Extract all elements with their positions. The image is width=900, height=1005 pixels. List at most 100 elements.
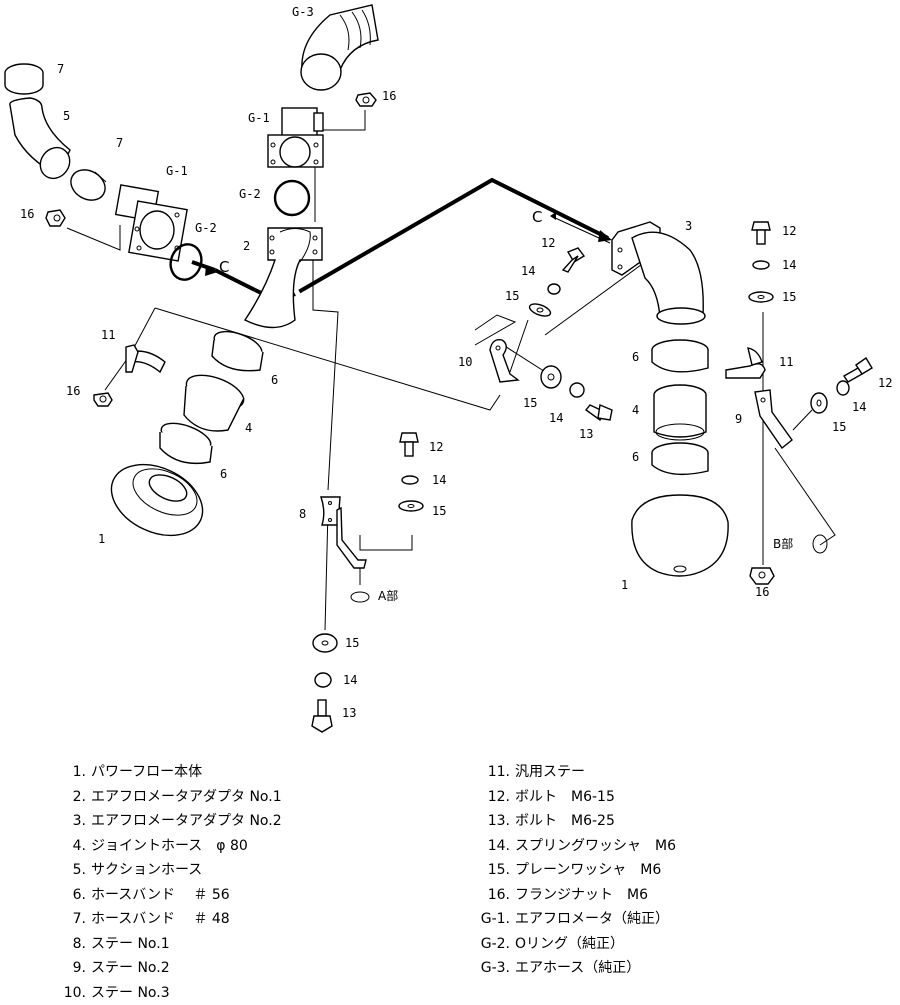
o-ring-g2-left — [169, 243, 203, 281]
plain-washer-15-mid — [528, 303, 552, 317]
callout-g2-top: G-2 — [239, 187, 261, 201]
suction-hose-5 — [9, 97, 71, 180]
flange-nut-16-left — [45, 209, 66, 227]
parts-list-item: 2.エアフロメータアダプタ No.1 — [60, 785, 282, 810]
part-name: エアフロメータアダプタ No.2 — [91, 813, 282, 829]
part-name: エアフロメータ（純正） — [515, 911, 669, 927]
adapter-2 — [243, 227, 323, 329]
flange-nut-16-right — [749, 567, 775, 585]
callout-7-top: 7 — [57, 62, 64, 76]
part-number: 1. — [72, 764, 86, 780]
callout-g3: G-3 — [292, 5, 314, 19]
part-number: 6. — [72, 886, 86, 903]
part-number: 16. — [487, 886, 510, 903]
parts-list-item: 13.ボルト M6-25 — [476, 809, 676, 834]
part-name: ホースバンド ＃ 56 — [91, 886, 230, 903]
part-number: 5. — [72, 862, 86, 878]
callout-4-right: 4 — [632, 403, 639, 417]
parts-list-item: 4.ジョイントホース φ 80 — [60, 834, 282, 859]
callout-6-left-b: 6 — [220, 467, 227, 481]
part-number: G-2. — [480, 935, 510, 952]
callout-16-top: 16 — [382, 89, 396, 103]
callout-15-mid: 15 — [505, 289, 519, 303]
parts-list-item: 14.スプリングワッシャ M6 — [476, 834, 676, 859]
callout-5: 5 — [63, 109, 70, 123]
part-number: 14. — [487, 837, 510, 854]
spring-washer-14-mid — [547, 283, 561, 295]
plain-washer-15-right2 — [810, 392, 828, 414]
callout-8: 8 — [299, 507, 306, 521]
parts-list-item: 7. ホースバンド ＃ 48 — [60, 907, 282, 932]
section-b-marker — [812, 534, 828, 554]
parts-list-left: 1. パワーフロー本体 2.エアフロメータアダプタ No.1 3. エアフロメータア… — [60, 760, 282, 1005]
part-name: パワーフロー本体 — [91, 764, 203, 780]
callout-15-right: 15 — [782, 290, 796, 304]
callout-13-b: 13 — [342, 706, 356, 720]
exploded-parts-diagram: G-3 G-1 G-2 16 7 5 7 G-1 16 G-2 C 2 C 3 … — [4, 4, 892, 733]
callout-12-right2: 12 — [878, 376, 892, 390]
callout-13-mid: 13 — [579, 427, 593, 441]
joint-hose-4-left — [183, 374, 245, 432]
part-name: ジョイントホース φ 80 — [91, 837, 248, 854]
part-number: 8. — [72, 935, 86, 952]
universal-stay-11-left — [125, 344, 166, 374]
universal-stay-11-right — [725, 347, 766, 379]
callout-2: 2 — [243, 239, 250, 253]
hose-band-7-top — [4, 63, 44, 95]
part-number: 12. — [487, 788, 510, 805]
parts-list-item: G-1. エアフロメータ（純正） — [476, 907, 676, 932]
callout-15-a: 15 — [432, 504, 446, 518]
parts-list-item: 3. エアフロメータアダプタ No.2 — [60, 809, 282, 834]
callout-labels: G-3 G-1 G-2 16 7 5 7 G-1 16 G-2 C 2 C 3 … — [20, 5, 892, 720]
callout-14-right2: 14 — [852, 400, 866, 414]
callout-16-right: 16 — [755, 585, 769, 599]
callout-14-right: 14 — [782, 258, 796, 272]
callout-14-b: 14 — [343, 673, 357, 687]
part-number: 9. — [72, 960, 86, 976]
part-number: 3. — [72, 813, 86, 829]
parts-list-item: 6. ホースバンド ＃ 56 — [60, 883, 282, 908]
part-number: G-1. — [480, 911, 510, 927]
plain-washer-15-a — [398, 500, 424, 512]
part-name: ホースバンド ＃ 48 — [91, 911, 230, 927]
parts-list-item: 1. パワーフロー本体 — [60, 760, 282, 785]
callout-6-right-a: 6 — [632, 350, 639, 364]
spring-washer-14-mid2 — [569, 382, 585, 398]
callout-1-right: 1 — [621, 578, 628, 592]
part-number: 2. — [72, 788, 86, 805]
hose-band-6-right-b — [651, 442, 709, 476]
part-name: ステー No.2 — [91, 960, 170, 976]
part-name: ボルト M6-25 — [515, 813, 615, 829]
spring-washer-14-a — [401, 475, 419, 485]
parts-list-item: 5.サクションホース — [60, 858, 282, 883]
stay-9 — [754, 389, 793, 450]
adapter-3 — [611, 221, 706, 325]
bolt-12-right2 — [843, 356, 873, 383]
callout-6-right-b: 6 — [632, 450, 639, 464]
parts-list-item: 10.ステー No.3 — [60, 981, 282, 1005]
part-name: ステー No.1 — [91, 935, 170, 952]
callout-15-mid2: 15 — [523, 396, 537, 410]
part-number: 10. — [63, 984, 86, 1001]
spring-washer-14-right2 — [836, 380, 850, 396]
parts-list-item: G-2. Oリング（純正） — [476, 932, 676, 957]
spring-washer-14-right — [752, 260, 770, 270]
callout-15-right2: 15 — [832, 420, 846, 434]
hose-band-7-mid — [70, 169, 107, 201]
part-name: ボルト M6-15 — [515, 788, 615, 805]
callout-g2-left: G-2 — [195, 221, 217, 235]
power-flow-body-1-left — [110, 463, 204, 537]
hose-band-6-left-b — [159, 422, 213, 465]
part-name: Oリング（純正） — [515, 935, 625, 952]
parts-list-item: 9. ステー No.2 — [60, 956, 282, 981]
hose-band-6-right-a — [651, 339, 709, 373]
callout-c-left: C — [219, 258, 229, 276]
callout-c-right: C — [532, 208, 542, 226]
callout-11-right: 11 — [779, 355, 793, 369]
bolt-12-a — [399, 432, 419, 457]
callout-9: 9 — [735, 412, 742, 426]
stay-8 — [320, 496, 367, 569]
flange-nut-16-lower — [93, 392, 113, 407]
callout-10: 10 — [458, 355, 472, 369]
part-number: 7. — [72, 911, 86, 927]
